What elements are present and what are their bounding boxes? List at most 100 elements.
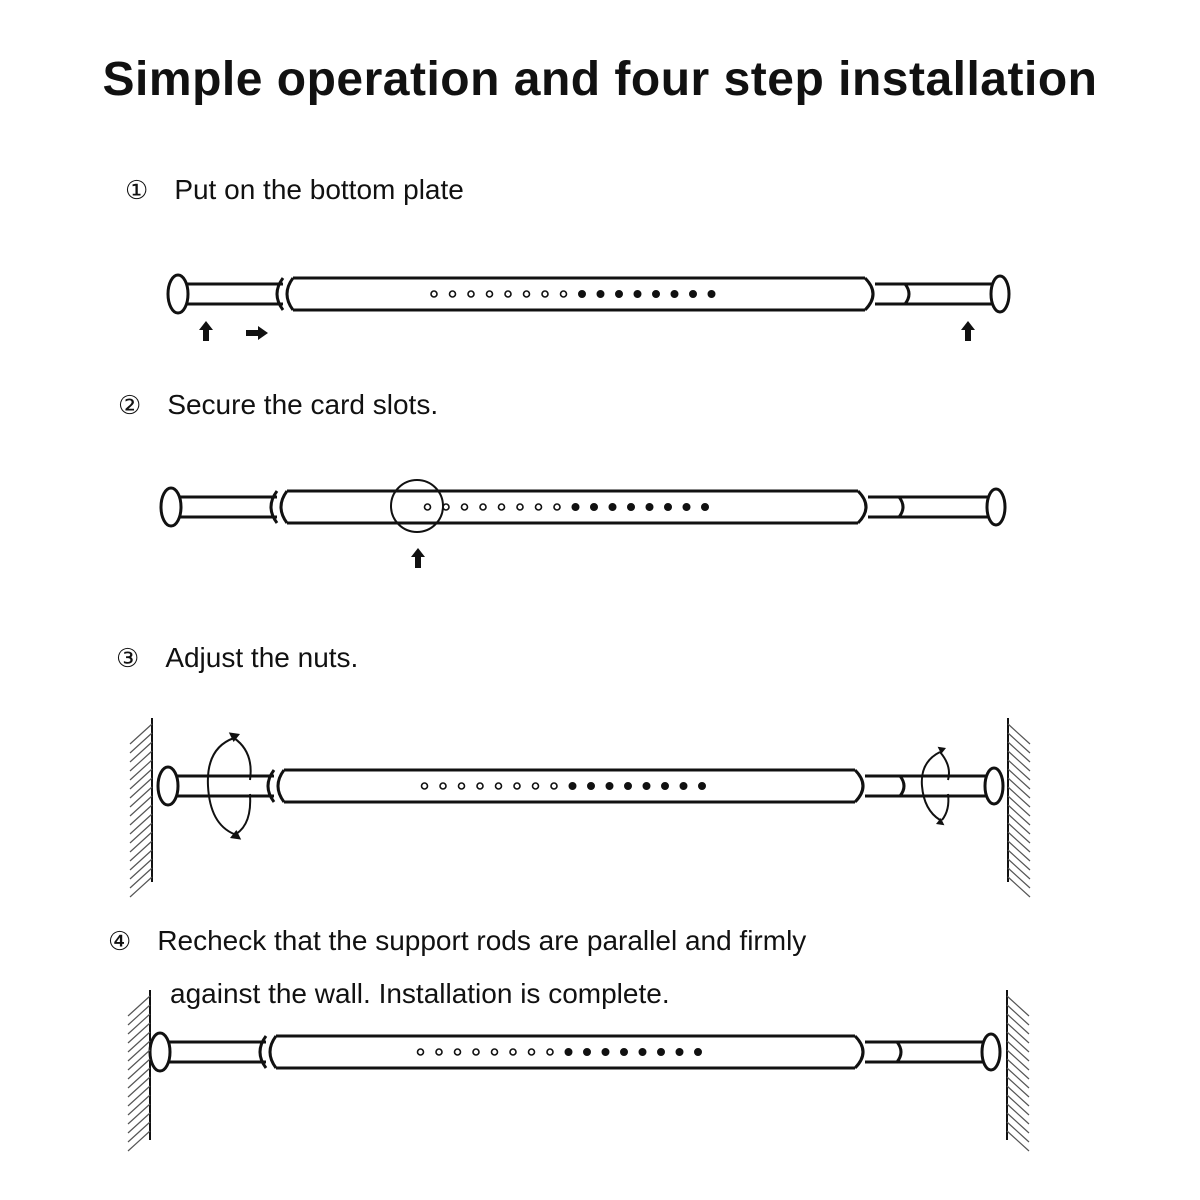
adjust-hole — [546, 1048, 554, 1056]
main-tube-start — [268, 1035, 278, 1069]
right-nut — [903, 283, 911, 305]
tension-rod-2 — [159, 479, 1007, 533]
wall-hatch — [1006, 1103, 1030, 1125]
wall-hatch — [1006, 1031, 1030, 1053]
adjust-hole — [423, 503, 432, 511]
adjust-hole — [586, 781, 595, 790]
tension-rod-4 — [148, 1031, 1002, 1073]
wall-hatch — [1007, 867, 1031, 889]
adjust-hole — [460, 503, 469, 511]
tension-rod-1 — [166, 273, 1011, 315]
adjust-hole — [509, 1048, 517, 1056]
wall-hatch — [1006, 1094, 1030, 1116]
step-4-text: Recheck that the support rods are parall… — [157, 925, 807, 956]
adjust-hole — [582, 1048, 591, 1057]
wall-hatch — [129, 768, 153, 790]
adjust-hole — [633, 289, 642, 298]
left-end-plate — [156, 765, 180, 807]
wall-hatch — [127, 1121, 151, 1143]
wall-hatch — [1007, 795, 1031, 817]
adjust-hole — [670, 289, 679, 298]
adjust-hole — [589, 502, 598, 511]
wall-hatch — [1006, 1112, 1030, 1134]
adjust-hole — [457, 782, 466, 790]
adjust-hole — [697, 781, 706, 790]
adjust-hole — [553, 503, 561, 511]
main-tube-start — [279, 490, 289, 524]
adjust-hole — [642, 781, 651, 790]
rotate-arrowhead-bottom — [230, 830, 242, 840]
adjust-hole — [688, 289, 697, 298]
wall-hatch — [1007, 840, 1031, 862]
step-4-label: ④ Recheck that the support rods are paral… — [108, 925, 806, 957]
step-1-number: ① — [125, 175, 149, 205]
adjust-hole — [439, 782, 447, 790]
page-title: Simple operation and four step installat… — [102, 53, 1098, 106]
wall-hatch — [129, 876, 153, 898]
up-arrow-icon — [961, 321, 975, 341]
adjust-hole — [660, 781, 669, 790]
wall-hatch — [1006, 1121, 1030, 1143]
wall-hatch — [1007, 723, 1031, 745]
adjust-hole — [651, 289, 660, 298]
wall-hatch — [129, 777, 153, 799]
adjust-hole — [550, 782, 558, 790]
wall-hatch — [127, 995, 151, 1017]
adjust-hole — [490, 1048, 499, 1056]
adjust-hole — [564, 1048, 573, 1057]
wall-hatch — [1007, 804, 1031, 826]
adjust-hole — [559, 290, 568, 298]
left-sleeve-cap — [258, 1035, 268, 1069]
step-4-number: ④ — [108, 926, 132, 956]
wall-hatch — [129, 750, 153, 772]
wall-hatch — [1006, 1004, 1030, 1026]
right-nut — [897, 496, 905, 518]
rotate-arrow-back-bottom — [235, 793, 252, 835]
adjust-hole — [608, 502, 617, 511]
adjust-hole — [420, 782, 429, 790]
adjust-hole — [700, 502, 709, 511]
main-tube-end — [856, 489, 868, 525]
wall-hatch — [127, 1067, 151, 1089]
rotate-arrow-back-bottom — [941, 793, 950, 821]
wall-hatch — [1007, 831, 1031, 853]
left-sleeve-cap — [269, 490, 279, 524]
adjust-hole — [656, 1048, 665, 1057]
wall-hatch — [127, 1004, 151, 1026]
step-3-number: ③ — [116, 643, 140, 673]
wall-hatch — [127, 1049, 151, 1071]
wall-hatch — [1007, 876, 1031, 898]
adjust-hole — [430, 290, 438, 298]
right-end-plate — [980, 1032, 1002, 1072]
adjust-hole — [663, 502, 672, 511]
adjust-hole — [522, 290, 531, 298]
wall-hatch — [1006, 1085, 1030, 1107]
wall-hatch — [129, 840, 153, 862]
adjust-hole — [619, 1048, 628, 1057]
main-tube-end — [853, 1034, 865, 1070]
adjust-hole — [472, 1048, 480, 1056]
rotate-arrow-front — [206, 737, 235, 835]
wall-hatch — [129, 813, 153, 835]
wall-hatch-icon — [1006, 990, 1030, 1152]
adjust-hole — [638, 1048, 647, 1057]
adjust-hole — [693, 1048, 702, 1057]
wall-hatch — [127, 1094, 151, 1116]
left-end-plate — [166, 273, 190, 315]
wall-hatch — [1007, 732, 1031, 754]
adjust-hole — [504, 290, 512, 298]
wall-hatch — [1007, 759, 1031, 781]
wall-hatch-icon — [1007, 718, 1031, 898]
wall-hatch — [1006, 1067, 1030, 1089]
rotate-arrow-front — [920, 751, 941, 821]
adjust-hole — [626, 502, 635, 511]
adjust-hole — [448, 290, 457, 298]
wall-hatch — [1007, 777, 1031, 799]
rotate-arrow-icon — [206, 732, 252, 840]
main-tube-end — [863, 276, 875, 312]
main-tube-end — [853, 768, 865, 804]
adjust-hole — [435, 1048, 443, 1056]
wall-hatch — [1006, 1058, 1030, 1080]
wall-hatch — [1007, 768, 1031, 790]
